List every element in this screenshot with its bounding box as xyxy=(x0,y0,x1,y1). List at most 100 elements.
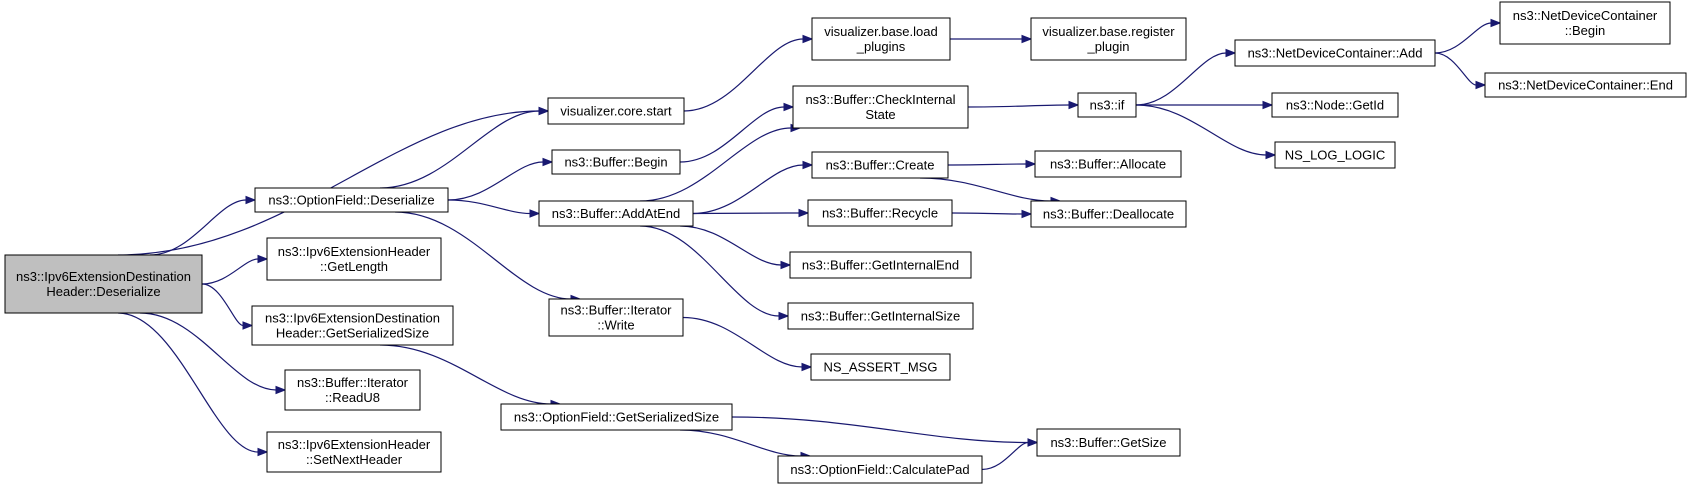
graph-node-iter-write[interactable]: ns3::Buffer::Iterator::Write xyxy=(548,298,684,337)
node-box xyxy=(548,298,684,337)
edges-layer xyxy=(117,18,1502,471)
graph-node-buf-getinternalend[interactable]: ns3::Buffer::GetInternalEnd xyxy=(789,251,972,279)
edge-arrowhead xyxy=(798,208,810,218)
edge-ns3-if-to-ns-log-logic xyxy=(1135,104,1267,156)
node-label: _plugins xyxy=(856,39,906,54)
graph-node-ndc-end[interactable]: ns3::NetDeviceContainer::End xyxy=(1484,72,1687,98)
graph-node-buf-create[interactable]: ns3::Buffer::Create xyxy=(811,151,949,179)
graph-node-iter-readu8[interactable]: ns3::Buffer::Iterator::ReadU8 xyxy=(284,369,421,411)
node-box xyxy=(1077,92,1137,118)
edge-arrowhead xyxy=(802,34,814,44)
graph-node-buf-getinternalsize[interactable]: ns3::Buffer::GetInternalSize xyxy=(787,302,974,330)
node-label: ::Begin xyxy=(1565,23,1605,38)
graph-node-optfield-getser[interactable]: ns3::OptionField::GetSerializedSize xyxy=(500,403,733,431)
node-box xyxy=(547,97,685,125)
edge-optfield-deser-to-iter-write xyxy=(394,211,572,300)
node-box xyxy=(266,431,442,473)
graph-node-optfield-calcpad[interactable]: ns3::OptionField::CalculatePad xyxy=(777,455,983,484)
graph-node-root[interactable]: ns3::Ipv6ExtensionDestinationHeader::Des… xyxy=(4,254,203,314)
graph-node-viz-register[interactable]: visualizer.base.register_plugin xyxy=(1030,17,1187,61)
node-box xyxy=(1030,200,1187,228)
node-label: ::ReadU8 xyxy=(325,390,380,405)
edge-optfield-calcpad-to-buf-getsize xyxy=(981,441,1029,471)
graph-node-ndc-begin[interactable]: ns3::NetDeviceContainer::Begin xyxy=(1499,1,1671,45)
node-label: ns3::OptionField::CalculatePad xyxy=(790,462,969,477)
node-label: ns3::NetDeviceContainer::Add xyxy=(1248,46,1423,61)
edge-optfield-deser-to-viz-core-start xyxy=(379,110,540,189)
node-label: ns3::NetDeviceContainer::End xyxy=(1498,78,1673,93)
graph-node-buf-allocate[interactable]: ns3::Buffer::Allocate xyxy=(1034,150,1182,178)
node-label: ::Write xyxy=(597,318,634,333)
graph-node-ndc-add[interactable]: ns3::NetDeviceContainer::Add xyxy=(1234,39,1436,67)
node-box xyxy=(266,237,442,281)
node-box xyxy=(792,85,969,129)
edge-arrowhead xyxy=(542,157,554,167)
edge-arrowhead xyxy=(1068,100,1080,110)
edge-root-to-extdest-getser xyxy=(201,283,244,327)
edge-arrowhead xyxy=(245,195,257,205)
graph-node-buf-getsize[interactable]: ns3::Buffer::GetSize xyxy=(1036,428,1181,457)
graph-node-ns-assert-msg[interactable]: NS_ASSERT_MSG xyxy=(810,353,951,381)
graph-node-buf-recycle[interactable]: ns3::Buffer::Recycle xyxy=(807,199,953,227)
edge-root-to-optfield-deser xyxy=(149,199,247,256)
edge-ns3-if-to-ndc-add xyxy=(1135,52,1227,106)
graph-node-ext-getlength[interactable]: ns3::Ipv6ExtensionHeader::GetLength xyxy=(266,237,442,281)
node-label: ns3::Buffer::Recycle xyxy=(822,206,938,221)
node-label: ns3::Buffer::Begin xyxy=(564,155,667,170)
node-label: ns3::Ipv6ExtensionDestination xyxy=(265,311,440,326)
node-label: ns3::Ipv6ExtensionHeader xyxy=(278,244,431,259)
edge-arrowhead xyxy=(1225,48,1237,58)
edge-buf-addatend-to-buf-checkinternal xyxy=(639,127,792,202)
node-box xyxy=(254,187,449,213)
node-label: ns3::Buffer::Iterator xyxy=(297,375,409,390)
edge-root-to-viz-core-start xyxy=(117,110,540,256)
graph-node-viz-core-start[interactable]: visualizer.core.start xyxy=(547,97,685,125)
edge-arrowhead xyxy=(1025,159,1037,169)
edge-arrowhead xyxy=(1027,438,1039,447)
graph-node-optfield-deser[interactable]: ns3::OptionField::Deserialize xyxy=(254,187,449,213)
graph-node-buf-addatend[interactable]: ns3::Buffer::AddAtEnd xyxy=(538,200,694,227)
edge-ndc-add-to-ndc-end xyxy=(1434,52,1477,86)
edge-root-to-ext-getlength xyxy=(201,258,259,285)
edge-buf-addatend-to-buf-getinternalend xyxy=(679,225,782,266)
node-box xyxy=(810,353,951,381)
edge-buf-recycle-to-buf-deallocate xyxy=(951,212,1023,215)
edge-buf-addatend-to-buf-create xyxy=(692,164,804,215)
graph-node-viz-load[interactable]: visualizer.base.load_plugins xyxy=(811,17,951,61)
edge-optfield-deser-to-buf-begin xyxy=(447,161,544,201)
edge-arrowhead xyxy=(801,362,813,372)
edge-buf-create-to-buf-deallocate xyxy=(919,177,1052,202)
edge-arrowhead xyxy=(1265,150,1277,160)
graph-node-ns-log-logic[interactable]: NS_LOG_LOGIC xyxy=(1274,141,1396,169)
node-box xyxy=(1499,1,1671,45)
node-label: visualizer.core.start xyxy=(560,104,672,119)
node-box xyxy=(777,455,983,484)
node-box xyxy=(500,403,733,431)
node-box xyxy=(551,149,681,175)
graph-node-node-getid[interactable]: ns3::Node::GetId xyxy=(1271,92,1399,118)
graph-node-ext-setnext[interactable]: ns3::Ipv6ExtensionHeader::SetNextHeader xyxy=(266,431,442,473)
node-box xyxy=(787,302,974,330)
graph-node-buf-begin[interactable]: ns3::Buffer::Begin xyxy=(551,149,681,175)
node-box xyxy=(251,305,454,346)
node-label: ns3::OptionField::Deserialize xyxy=(268,193,434,208)
graph-node-buf-deallocate[interactable]: ns3::Buffer::Deallocate xyxy=(1030,200,1187,228)
edge-buf-begin-to-buf-checkinternal xyxy=(679,106,785,163)
node-box xyxy=(4,254,203,314)
node-label: visualizer.base.register xyxy=(1042,24,1175,39)
edge-viz-core-start-to-viz-load xyxy=(683,38,804,112)
node-label: Header::Deserialize xyxy=(46,284,160,299)
edge-arrowhead xyxy=(1475,80,1487,90)
node-box xyxy=(807,199,953,227)
graph-node-extdest-getser[interactable]: ns3::Ipv6ExtensionDestinationHeader::Get… xyxy=(251,305,454,346)
node-label: visualizer.base.load xyxy=(824,24,937,39)
node-label: ns3::Buffer::GetInternalEnd xyxy=(802,258,959,273)
node-label: ns3::Buffer::GetInternalSize xyxy=(801,309,960,324)
edge-root-to-ext-setnext xyxy=(117,312,259,453)
node-label: ns3::Buffer::CheckInternal xyxy=(805,92,955,107)
node-label: Header::GetSerializedSize xyxy=(276,326,429,341)
node-label: ns3::OptionField::GetSerializedSize xyxy=(514,410,719,425)
graph-node-ns3-if[interactable]: ns3::if xyxy=(1077,92,1137,118)
